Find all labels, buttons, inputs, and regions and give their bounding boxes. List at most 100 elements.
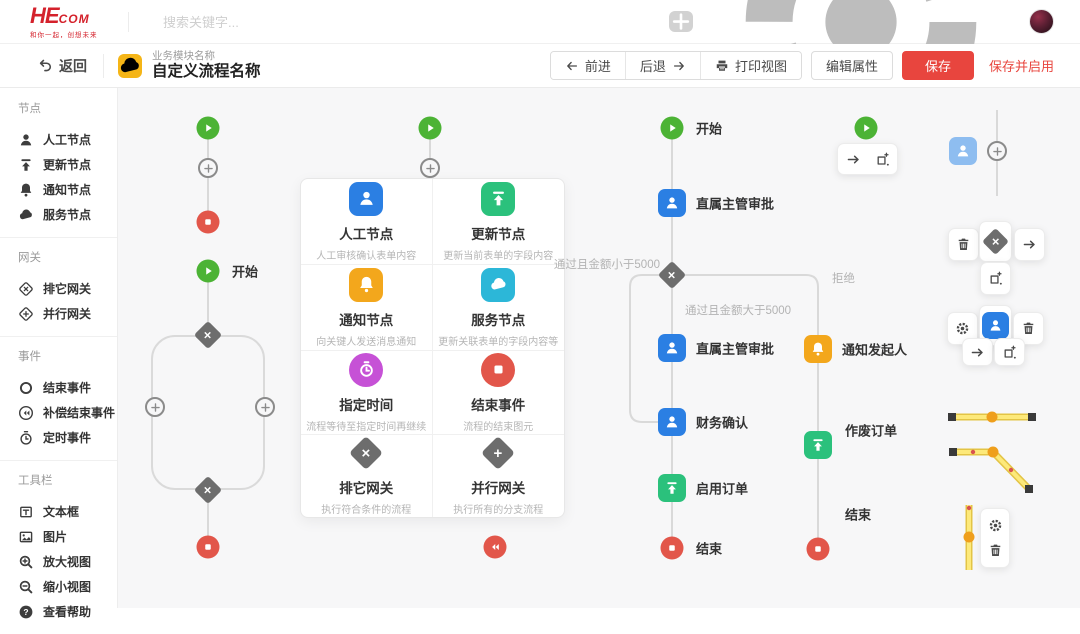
diamond-plus-icon: +: [481, 436, 515, 470]
copy-icon[interactable]: [875, 152, 890, 167]
sidebar-item-label: 并行网关: [43, 305, 91, 322]
update-icon: [18, 157, 34, 173]
sidebar-item-parallel-gateway[interactable]: 并行网关: [18, 301, 117, 326]
stop-icon: [202, 541, 215, 554]
sidebar-item-textbox[interactable]: 文本框: [18, 499, 117, 524]
start-event-node[interactable]: [855, 117, 878, 140]
app-logo[interactable]: HECOM 和你一起，创想未来: [30, 5, 122, 39]
sidebar-item-service-node[interactable]: 服务节点: [18, 202, 117, 227]
add-node-button[interactable]: [987, 141, 1007, 161]
edit-properties-button[interactable]: 编辑属性: [811, 51, 893, 80]
palette-cell-timer[interactable]: 指定时间 流程等待至指定时间再继续: [301, 351, 433, 435]
trash-icon[interactable]: [988, 543, 1003, 558]
add-node-button[interactable]: [420, 158, 440, 178]
save-button[interactable]: 保存: [902, 51, 974, 80]
back-label: 返回: [59, 56, 87, 76]
end-event-node[interactable]: [661, 537, 684, 560]
end-event-node[interactable]: [807, 538, 830, 561]
section-title-tools: 工具栏: [18, 472, 117, 488]
palette-cell-exclusive-gateway[interactable]: × 排它网关 执行符合条件的流程: [301, 435, 433, 517]
sidebar-item-image[interactable]: 图片: [18, 524, 117, 549]
palette-cell-title: 人工节点: [339, 223, 393, 243]
connect-arrow-icon[interactable]: [846, 152, 861, 167]
palette-cell-parallel-gateway[interactable]: + 并行网关 执行所有的分支流程: [433, 435, 565, 517]
gear-icon[interactable]: [988, 518, 1003, 533]
cloud-icon: [18, 207, 34, 223]
end-event-node[interactable]: [197, 211, 220, 234]
copy-button[interactable]: [980, 262, 1011, 295]
delete-button[interactable]: [948, 228, 979, 261]
node-label: 通知发起人: [842, 340, 907, 359]
sidebar-item-label: 通知节点: [43, 181, 91, 198]
add-icon[interactable]: [669, 11, 693, 32]
start-event-node[interactable]: [197, 260, 220, 283]
forward-button[interactable]: 前进: [551, 52, 626, 79]
connect-button[interactable]: [962, 338, 993, 366]
bell-icon: [810, 341, 826, 357]
person-icon: [18, 132, 34, 148]
module-icon: [118, 54, 142, 78]
start-event-node[interactable]: [197, 117, 220, 140]
sidebar-item-zoom-in[interactable]: 放大视图: [18, 549, 117, 574]
add-node-button[interactable]: [255, 397, 275, 417]
palette-cell-person[interactable]: 人工节点 人工审核确认表单内容: [301, 179, 433, 265]
notify-task-node[interactable]: [804, 335, 832, 363]
search-input[interactable]: 搜索关键字...: [163, 12, 669, 31]
palette-cell-desc: 流程的结束图元: [463, 418, 533, 433]
palette-cell-end-event[interactable]: 结束事件 流程的结束图元: [433, 351, 565, 435]
sidebar-item-person-node[interactable]: 人工节点: [18, 127, 117, 152]
copy-button[interactable]: [994, 338, 1025, 366]
update-icon: [664, 480, 680, 496]
sidebar-item-timer-event[interactable]: 定时事件: [18, 425, 117, 450]
add-node-button[interactable]: [198, 158, 218, 178]
module-label: 业务模块名称: [152, 50, 261, 63]
back-button[interactable]: 返回: [38, 56, 87, 76]
sidebar-item-notify-node[interactable]: 通知节点: [18, 177, 117, 202]
palette-cell-update[interactable]: 更新节点 更新当前表单的字段内容: [433, 179, 565, 265]
flow-header: 返回 业务模块名称 自定义流程名称 前进 后退 打印视图 编辑属性 保存 保存并…: [0, 44, 1080, 88]
person-task-node[interactable]: [658, 189, 686, 217]
palette-cell-service[interactable]: 服务节点 更新关联表单的字段内容等: [433, 265, 565, 351]
flow-canvas[interactable]: 开始 × × 人工节点 人工审核确认表单内容 更新节点 更新当前表单的字段内容 …: [118, 88, 1080, 608]
divider: [128, 12, 129, 32]
update-task-node[interactable]: [804, 431, 832, 459]
plus-icon: [203, 163, 214, 174]
sidebar-item-help[interactable]: ?查看帮助: [18, 599, 117, 624]
node-label: 直属主管审批: [696, 194, 774, 213]
sidebar-item-compensation-end-event[interactable]: 补偿结束事件: [18, 400, 117, 425]
sidebar-item-zoom-out[interactable]: 缩小视图: [18, 574, 117, 599]
start-event-node[interactable]: [661, 117, 684, 140]
person-task-node[interactable]: [658, 334, 686, 362]
palette-cell-title: 结束事件: [471, 394, 525, 414]
update-task-node[interactable]: [658, 474, 686, 502]
sidebar-item-update-node[interactable]: 更新节点: [18, 152, 117, 177]
diamond-x-icon: ×: [349, 436, 383, 470]
bell-icon: [18, 182, 34, 198]
person-task-node[interactable]: [658, 408, 686, 436]
end-event-node[interactable]: [197, 536, 220, 559]
stop-icon: [812, 543, 825, 556]
sidebar-item-exclusive-gateway[interactable]: 排它网关: [18, 276, 117, 301]
sidebar-item-label: 更新节点: [43, 156, 91, 173]
palette-cell-notify[interactable]: 通知节点 向关键人发送消息通知: [301, 265, 433, 351]
sidebar-item-label: 补偿结束事件: [43, 404, 115, 421]
play-icon: [424, 122, 437, 135]
section-title-events: 事件: [18, 348, 117, 364]
arrow-right-icon: [1022, 237, 1037, 252]
add-node-button[interactable]: [145, 397, 165, 417]
node-label: 结束: [696, 539, 722, 558]
save-and-enable-button[interactable]: 保存并启用: [989, 56, 1054, 75]
sidebar-item-end-event[interactable]: 结束事件: [18, 375, 117, 400]
backward-button[interactable]: 后退: [626, 52, 701, 79]
avatar[interactable]: [1029, 9, 1054, 34]
palette-cell-desc: 人工审核确认表单内容: [316, 247, 416, 262]
print-view-button[interactable]: 打印视图: [701, 52, 801, 79]
start-event-node[interactable]: [419, 117, 442, 140]
selected-gateway-tile[interactable]: ×: [979, 221, 1012, 262]
palette-cell-desc: 更新当前表单的字段内容: [443, 247, 553, 262]
person-task-node-dragging[interactable]: [949, 137, 977, 165]
arrow-right-icon: [672, 59, 686, 73]
compensation-end-node[interactable]: [484, 536, 507, 559]
connect-button[interactable]: [1014, 228, 1045, 261]
help-icon: ?: [18, 604, 34, 620]
